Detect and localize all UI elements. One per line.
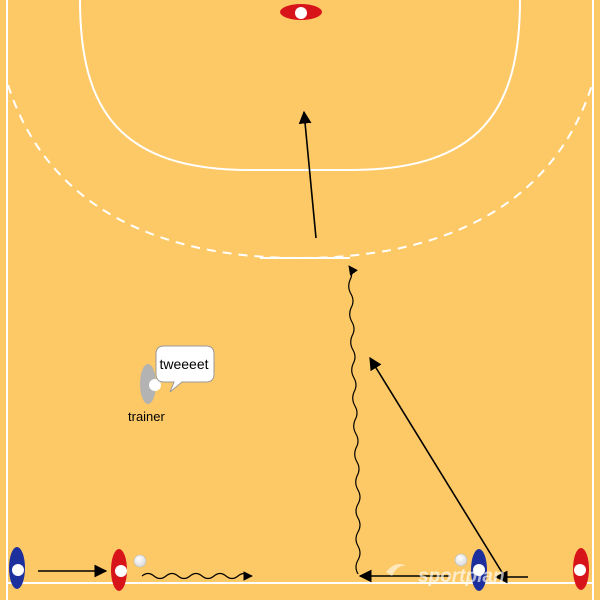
- whistle-speech-bubble: [155, 345, 215, 393]
- speech-bubble-text: tweeeet: [159, 356, 208, 372]
- blue-player-right: [471, 549, 487, 591]
- red-player-left: [111, 549, 127, 591]
- goalkeeper-player: [280, 4, 322, 20]
- run-arrow-diagonal: [369, 356, 504, 575]
- dribble-arrow-bottom: [141, 572, 251, 580]
- trainer-label: trainer: [128, 409, 166, 424]
- dribble-arrow-up: [348, 265, 361, 575]
- free-throw-line: [7, 84, 593, 260]
- sportplan-watermark: sportplan: [418, 566, 505, 587]
- red-player-right: [573, 548, 589, 590]
- trainer-player: [140, 364, 161, 404]
- goal-area-line: [79, 0, 521, 171]
- shot-arrow: [298, 110, 317, 239]
- blue-player-left: [9, 547, 25, 589]
- sportplan-logo: [386, 564, 406, 576]
- ball-icon: [454, 553, 468, 567]
- ball-icon: [133, 554, 147, 568]
